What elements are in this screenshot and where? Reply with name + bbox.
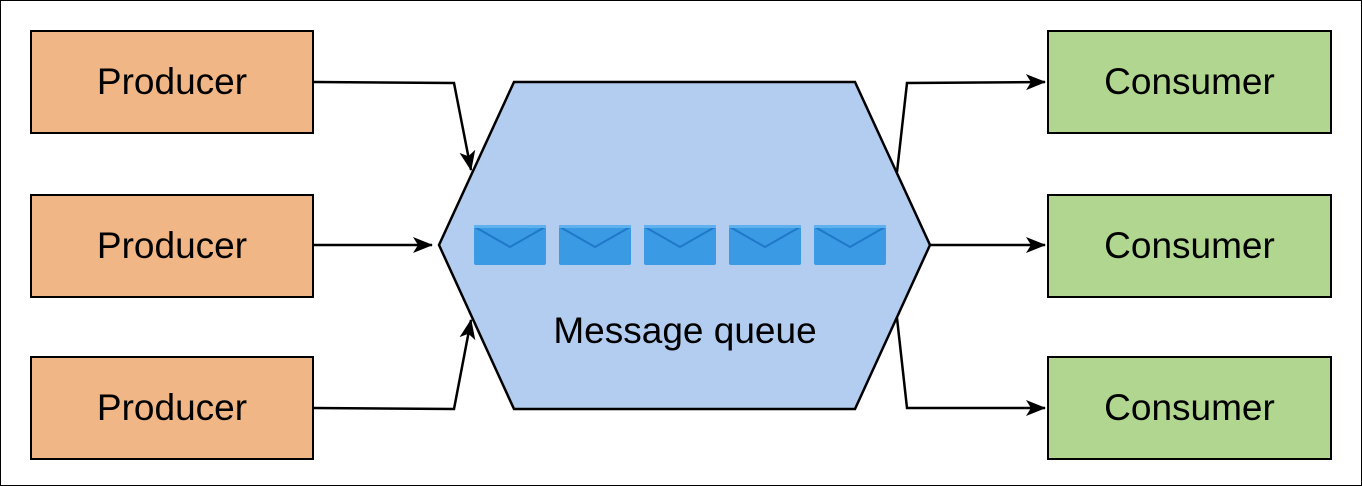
arrow-queue-to-consumer-3	[895, 317, 1046, 416]
envelope-icon	[559, 225, 631, 265]
envelope-icon	[474, 225, 546, 265]
producer-box-1: Producer	[30, 30, 314, 134]
queued-messages	[474, 225, 886, 265]
producer-box-2: Producer	[30, 194, 314, 298]
message-queue-label: Message queue	[553, 310, 817, 351]
envelope-icon	[814, 225, 886, 265]
arrow-queue-to-consumer-1	[895, 74, 1046, 173]
consumer-box-3: Consumer	[1047, 356, 1332, 460]
envelope-icon	[644, 225, 716, 265]
arrow-producer-3-to-queue	[313, 319, 476, 411]
arrow-producer-1-to-queue	[313, 80, 476, 171]
envelope-icon	[729, 225, 801, 265]
consumer-box-2: Consumer	[1047, 194, 1332, 298]
consumer-box-1: Consumer	[1047, 30, 1332, 134]
producer-box-3: Producer	[30, 356, 314, 460]
